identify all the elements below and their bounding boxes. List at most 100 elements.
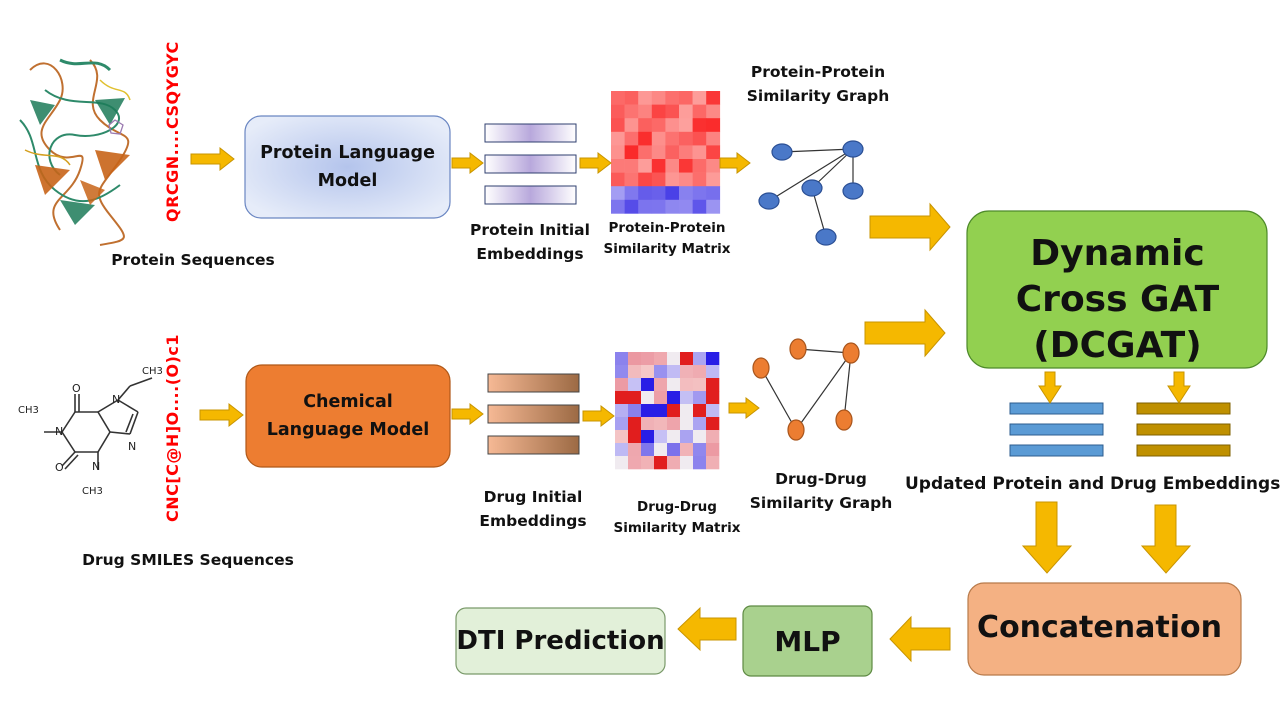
- matrix-cell: [706, 404, 720, 418]
- arrow-drug-embeddings-to-concat: [1140, 504, 1192, 574]
- matrix-cell: [667, 404, 681, 418]
- protein-sequences-label: Protein Sequences: [111, 251, 275, 269]
- matrix-cell: [651, 159, 666, 173]
- matrix-cell: [665, 131, 680, 146]
- matrix-cell: [615, 443, 629, 457]
- matrix-cell: [654, 417, 668, 431]
- matrix-cell: [641, 404, 655, 418]
- matrix-cell: [624, 172, 639, 187]
- drug-embedding-bar-1: [487, 373, 580, 393]
- matrix-cell: [638, 145, 653, 160]
- matrix-cell: [654, 430, 668, 444]
- arrow-drug-graph-to-dcgat: [864, 308, 946, 358]
- matrix-cell: [611, 145, 625, 160]
- matrix-cell: [706, 145, 721, 160]
- matrix-cell: [624, 159, 639, 173]
- molecule-structure-image: [44, 377, 153, 470]
- matrix-cell: [692, 104, 707, 119]
- matrix-cell: [615, 417, 629, 431]
- matrix-cell: [615, 404, 629, 418]
- matrix-cell: [654, 378, 668, 392]
- matrix-cell: [624, 131, 639, 146]
- protein-similarity-matrix-label: Protein-Protein Similarity Matrix: [603, 220, 731, 257]
- chemical-language-model-text: Chemical Language Model: [266, 392, 430, 440]
- matrix-cell: [706, 430, 720, 444]
- matrix-cell: [624, 199, 639, 214]
- matrix-cell: [615, 391, 629, 405]
- dcgat-text: Dynamic Cross GAT (DCGAT): [1015, 233, 1220, 366]
- matrix-cell: [624, 104, 639, 119]
- matrix-cell: [651, 199, 666, 214]
- matrix-cell: [654, 456, 668, 470]
- arrow-concat-to-mlp: [889, 615, 951, 663]
- matrix-cell: [693, 404, 707, 418]
- matrix-cell: [615, 378, 629, 392]
- arrow-smiles-to-chemical-model: [199, 402, 244, 428]
- chemical-language-model-box: [245, 364, 451, 468]
- matrix-cell: [628, 417, 642, 431]
- arrow-protein-graph-to-dcgat: [869, 202, 951, 252]
- matrix-cell: [638, 186, 653, 201]
- matrix-cell: [638, 104, 653, 119]
- matrix-cell: [654, 404, 668, 418]
- matrix-cell: [706, 131, 721, 146]
- matrix-cell: [638, 91, 653, 105]
- arrow-dcgat-to-protein-embeddings: [1038, 371, 1062, 404]
- matrix-cell: [706, 199, 721, 214]
- matrix-cell: [641, 352, 655, 366]
- matrix-cell: [641, 378, 655, 392]
- matrix-cell: [680, 417, 694, 431]
- matrix-cell: [665, 199, 680, 214]
- matrix-cell: [638, 199, 653, 214]
- matrix-cell: [692, 172, 707, 187]
- drug-initial-embeddings-label: Drug Initial Embeddings: [479, 488, 587, 530]
- molecule-atom-n-bottom: N: [92, 460, 101, 473]
- matrix-cell: [628, 391, 642, 405]
- matrix-cell: [665, 172, 680, 187]
- matrix-cell: [679, 186, 693, 201]
- drug-similarity-graph-label: Drug-Drug Similarity Graph: [749, 470, 893, 512]
- matrix-cell: [665, 145, 680, 160]
- matrix-cell: [679, 172, 693, 187]
- matrix-cell: [693, 365, 707, 379]
- matrix-cell: [679, 91, 693, 105]
- matrix-cell: [667, 352, 681, 366]
- matrix-cell: [665, 159, 680, 173]
- protein-similarity-matrix: [611, 91, 721, 214]
- protein-language-model-text: Protein Language Model: [260, 143, 435, 191]
- matrix-cell: [667, 378, 681, 392]
- matrix-cell: [706, 104, 721, 119]
- arrow-mlp-to-dti: [677, 606, 737, 652]
- matrix-cell: [706, 417, 720, 431]
- mlp-text: MLP: [774, 624, 841, 658]
- matrix-cell: [706, 365, 720, 379]
- protein-embedding-bar-3: [484, 185, 577, 205]
- matrix-cell: [692, 159, 707, 173]
- matrix-cell: [706, 443, 720, 457]
- drug-smiles-text: CNC[C@H]O....(O)c1: [163, 333, 182, 522]
- matrix-cell: [624, 118, 639, 133]
- molecule-atom-o-bottom: O: [55, 461, 64, 474]
- matrix-cell: [651, 186, 666, 201]
- dti-prediction-box: [455, 607, 666, 675]
- matrix-cell: [706, 186, 721, 201]
- matrix-cell: [651, 172, 666, 187]
- matrix-cell: [693, 430, 707, 444]
- matrix-cell: [615, 365, 629, 379]
- matrix-cell: [641, 365, 655, 379]
- matrix-cell: [679, 159, 693, 173]
- matrix-cell: [654, 365, 668, 379]
- matrix-cell: [680, 365, 694, 379]
- updated-protein-embeddings: [1009, 402, 1104, 457]
- matrix-cell: [611, 91, 625, 105]
- matrix-cell: [692, 131, 707, 146]
- matrix-cell: [680, 456, 694, 470]
- matrix-cell: [641, 391, 655, 405]
- molecule-atom-n-left: N: [55, 425, 64, 438]
- matrix-cell: [654, 352, 668, 366]
- matrix-cell: [706, 352, 720, 366]
- matrix-cell: [706, 91, 721, 105]
- matrix-cell: [665, 104, 680, 119]
- matrix-cell: [651, 104, 666, 119]
- matrix-cell: [641, 417, 655, 431]
